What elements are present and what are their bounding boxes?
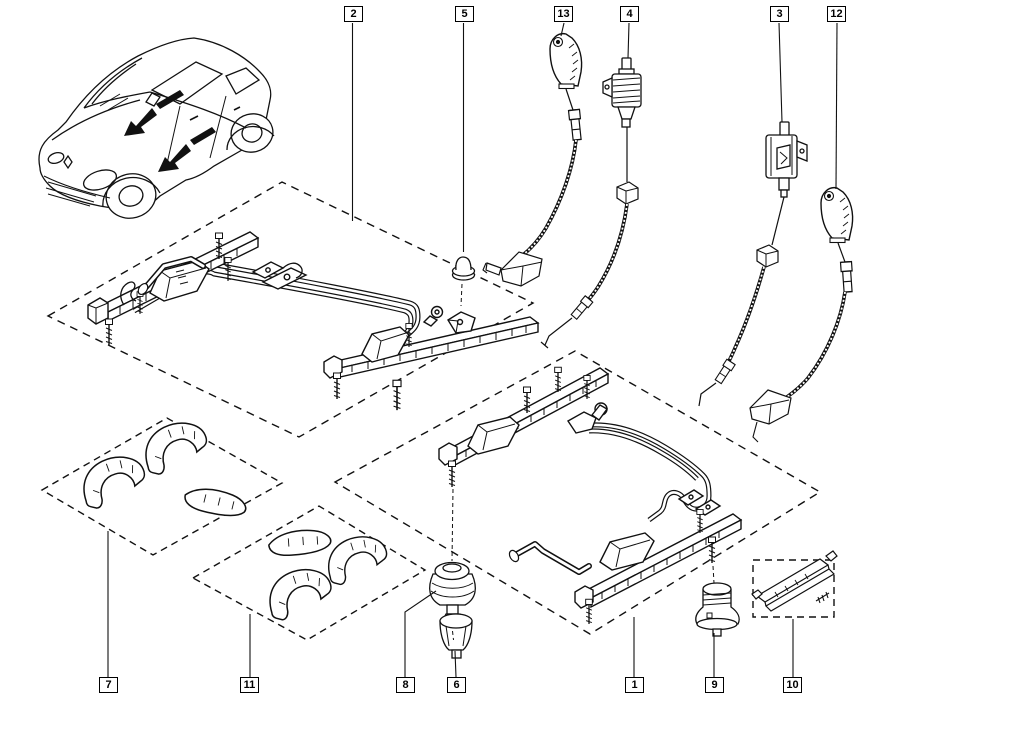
rail-end-bracket [87,297,109,325]
mount-screw [104,318,114,346]
bell-mount-part-9 [695,582,740,637]
callout-12[interactable]: 12 [827,6,846,22]
rear-wheel [230,113,274,153]
left-headlight [47,151,65,165]
callout-leader-lines [107,22,838,678]
boundary-part-10 [752,559,835,618]
trim-cover [80,453,149,510]
seat-frame-assembly-left [87,231,540,411]
trim-cover [267,567,334,622]
boundary-frame-2 [46,181,535,438]
windshield [83,57,151,109]
grommet-part-5 [451,256,476,281]
trim-covers-group-7 [80,419,250,531]
callout-8[interactable]: 8 [396,677,415,693]
cable-end-clamp [482,251,543,287]
door-handles [189,106,241,121]
trim-cover [325,534,390,586]
mount-screw [707,536,717,564]
leader-3 [778,22,783,123]
height-adjuster [602,57,642,128]
mount-screw [447,460,457,488]
wiper-marks [99,93,129,111]
callout-4[interactable]: 4 [620,6,639,22]
cushion-tube-frame [588,422,712,523]
mount-screw [332,372,342,400]
car-illustration [38,37,275,219]
guide-bracket [549,32,583,90]
door-seams [165,95,227,169]
release-lever [137,256,206,296]
slide-rail-lower [574,513,743,609]
ring-lug [430,305,444,319]
stud-screw-up [554,366,562,393]
cable-part-4 [540,57,642,349]
callout-1[interactable]: 1 [625,677,644,693]
seat-position-arrows [124,90,216,172]
cable-end-clamp [749,389,792,443]
cup-part-6 [439,613,473,659]
leader-6 [454,650,457,678]
callout-10[interactable]: 10 [783,677,802,693]
mount-screw [392,379,402,411]
dashed-boundaries [40,181,835,641]
slider-wedge [467,416,520,455]
fork-bracket [566,411,597,434]
headlight [82,169,118,191]
slide-rail-lower-right [323,305,540,379]
cable-part-12 [749,186,855,443]
assembly-axis-lines [451,283,715,641]
side-mirror [145,92,161,107]
leader-8 [404,590,437,677]
brand-logo [63,154,73,170]
release-lever [508,541,592,575]
cable-part-13 [482,32,584,287]
rail-end-bracket [438,442,458,466]
belt-loop [120,281,137,306]
trim-covers-group-11 [266,522,390,622]
trim-cover [181,474,250,531]
front-wheel [105,173,157,219]
callout-9[interactable]: 9 [705,677,724,693]
cable-part-3 [698,121,808,407]
channel-bracket-part-10 [751,550,838,612]
seat-frame-assembly-right [438,366,743,625]
rear-door-window [225,67,261,95]
callout-11[interactable]: 11 [240,677,259,693]
boundary-frame-1 [333,350,822,635]
leader-12 [835,22,838,190]
grille-bars [43,175,111,207]
l-bracket [447,311,476,334]
boundary-covers-11 [191,505,427,641]
hood-crease [51,99,141,141]
callout-2[interactable]: 2 [344,6,363,22]
boundary-covers-7 [40,417,284,556]
guide-bracket [820,186,854,244]
callout-7[interactable]: 7 [99,677,118,693]
callout-5[interactable]: 5 [455,6,474,22]
callout-3[interactable]: 3 [770,6,789,22]
anchor-brackets [251,261,308,290]
leader-13 [560,22,565,37]
slide-rail-upper [438,367,610,467]
callout-13[interactable]: 13 [554,6,573,22]
mount-screw [585,598,593,625]
trim-cover [142,419,211,476]
callout-6[interactable]: 6 [447,677,466,693]
height-adjuster [765,121,808,198]
leader-4 [627,22,630,59]
small-screw [815,591,830,604]
